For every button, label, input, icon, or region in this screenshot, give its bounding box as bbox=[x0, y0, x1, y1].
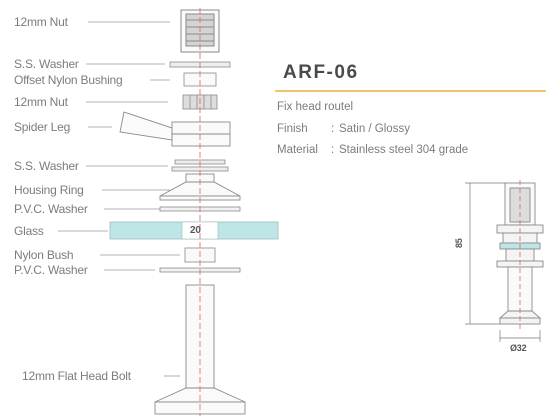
finish-value: Satin / Glossy bbox=[339, 123, 410, 135]
finish-label: Finish bbox=[277, 123, 308, 135]
material-value: Stainless steel 304 grade bbox=[339, 144, 469, 156]
housing-ring-part bbox=[159, 173, 241, 201]
material-label: Material bbox=[277, 144, 318, 156]
label-ss-washer-2: S.S. Washer bbox=[14, 159, 79, 173]
flat-head-bolt-part bbox=[154, 284, 246, 415]
product-description: Fix head routel bbox=[277, 101, 354, 113]
material-separator: : bbox=[331, 144, 335, 156]
glass-thickness-label: 20 bbox=[190, 225, 201, 236]
label-nut-2: 12mm Nut bbox=[14, 95, 68, 109]
label-bolt: 12mm Flat Head Bolt bbox=[22, 369, 131, 383]
label-top-nut: 12mm Nut bbox=[14, 15, 68, 29]
label-glass: Glass bbox=[14, 224, 44, 238]
diameter-dimension: Ø32 bbox=[510, 343, 527, 353]
label-nylon-bush: Nylon Bush bbox=[14, 248, 74, 262]
label-spider-leg: Spider Leg bbox=[14, 120, 71, 134]
spider-leg-part bbox=[119, 111, 231, 147]
dimension-lines bbox=[465, 182, 541, 342]
label-pvc-washer-1: P.V.C. Washer bbox=[14, 202, 88, 216]
label-ss-washer-1: S.S. Washer bbox=[14, 57, 79, 71]
label-pvc-washer-2: P.V.C. Washer bbox=[14, 263, 88, 277]
title-underline bbox=[275, 90, 546, 92]
label-housing-ring: Housing Ring bbox=[14, 183, 84, 197]
leader-lines bbox=[58, 21, 180, 377]
product-code: ARF-06 bbox=[283, 62, 359, 83]
height-dimension: 85 bbox=[454, 238, 464, 248]
finish-separator: : bbox=[331, 123, 335, 135]
label-offset-bushing: Offset Nylon Bushing bbox=[14, 73, 123, 87]
